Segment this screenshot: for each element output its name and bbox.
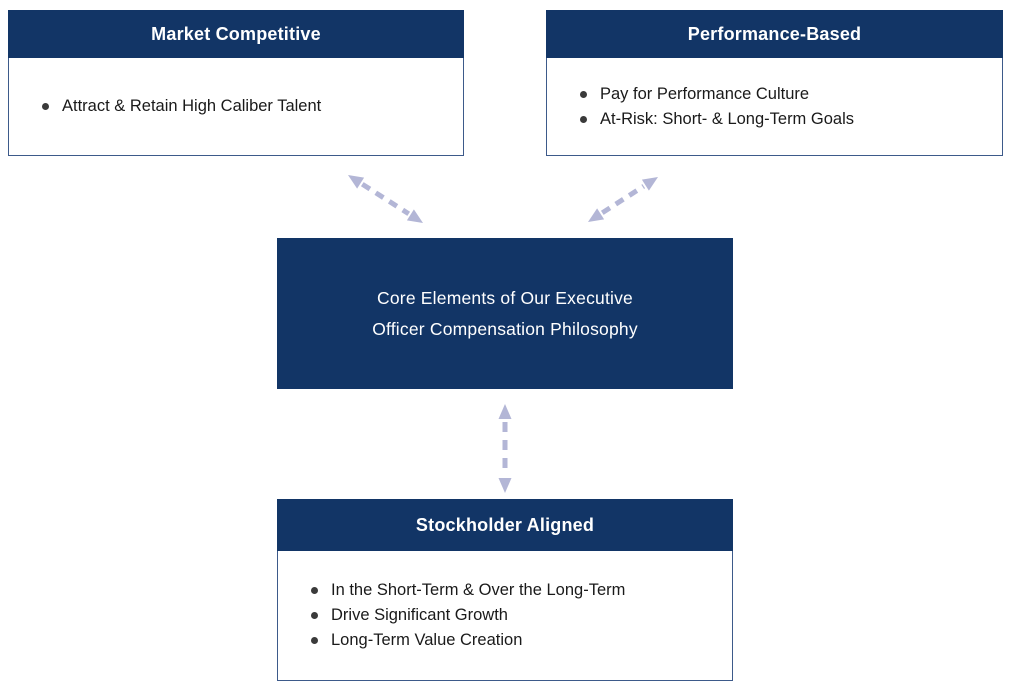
- performance-based-box: Performance-Based Pay for Performance Cu…: [546, 10, 1003, 156]
- bullet-dot-icon: [580, 115, 587, 123]
- bullet-item: At-Risk: Short- & Long-Term Goals: [580, 107, 854, 132]
- bullet-dot-icon: [311, 587, 318, 594]
- market-competitive-bullet-list: Attract & Retain High Caliber Talent: [9, 94, 331, 119]
- bullet-text: Pay for Performance Culture: [600, 84, 810, 103]
- double-arrow-icon-performance-core: [588, 177, 658, 222]
- core-elements-line1: Core Elements of Our Executive: [377, 287, 633, 308]
- performance-based-header: Performance-Based: [546, 10, 1003, 58]
- bullet-item: In the Short-Term & Over the Long-Term: [311, 578, 625, 603]
- bullet-item: Long-Term Value Creation: [311, 628, 625, 653]
- stockholder-aligned-bullet-list: In the Short-Term & Over the Long-Term D…: [278, 578, 635, 653]
- stockholder-aligned-header: Stockholder Aligned: [277, 499, 733, 551]
- market-competitive-body: Attract & Retain High Caliber Talent: [9, 58, 463, 155]
- market-competitive-header: Market Competitive: [8, 10, 464, 58]
- bullet-dot-icon: [580, 90, 587, 98]
- bullet-item: Attract & Retain High Caliber Talent: [42, 94, 321, 119]
- bullet-text: Drive Significant Growth: [331, 606, 508, 624]
- core-elements-line2: Officer Compensation Philosophy: [372, 318, 638, 339]
- core-elements-box: Core Elements of Our Executive Officer C…: [277, 238, 733, 389]
- bullet-text: At-Risk: Short- & Long-Term Goals: [600, 109, 854, 128]
- bullet-dot-icon: [311, 612, 318, 619]
- bullet-dot-icon: [42, 103, 49, 110]
- bullet-text: In the Short-Term & Over the Long-Term: [331, 581, 626, 599]
- double-arrow-icon-core-stockholder: [498, 404, 512, 493]
- bullet-text: Long-Term Value Creation: [331, 631, 523, 649]
- bullet-dot-icon: [311, 637, 318, 644]
- bullet-text: Attract & Retain High Caliber Talent: [62, 97, 322, 115]
- performance-based-body: Pay for Performance Culture At-Risk: Sho…: [547, 58, 1002, 155]
- double-arrow-icon-market-core: [348, 175, 423, 223]
- stockholder-aligned-box: Stockholder Aligned In the Short-Term & …: [277, 499, 733, 681]
- stockholder-aligned-body: In the Short-Term & Over the Long-Term D…: [278, 551, 732, 680]
- performance-based-bullet-list: Pay for Performance Culture At-Risk: Sho…: [547, 82, 864, 132]
- bullet-item: Drive Significant Growth: [311, 603, 625, 628]
- bullet-item: Pay for Performance Culture: [580, 82, 854, 107]
- market-competitive-box: Market Competitive Attract & Retain High…: [8, 10, 464, 156]
